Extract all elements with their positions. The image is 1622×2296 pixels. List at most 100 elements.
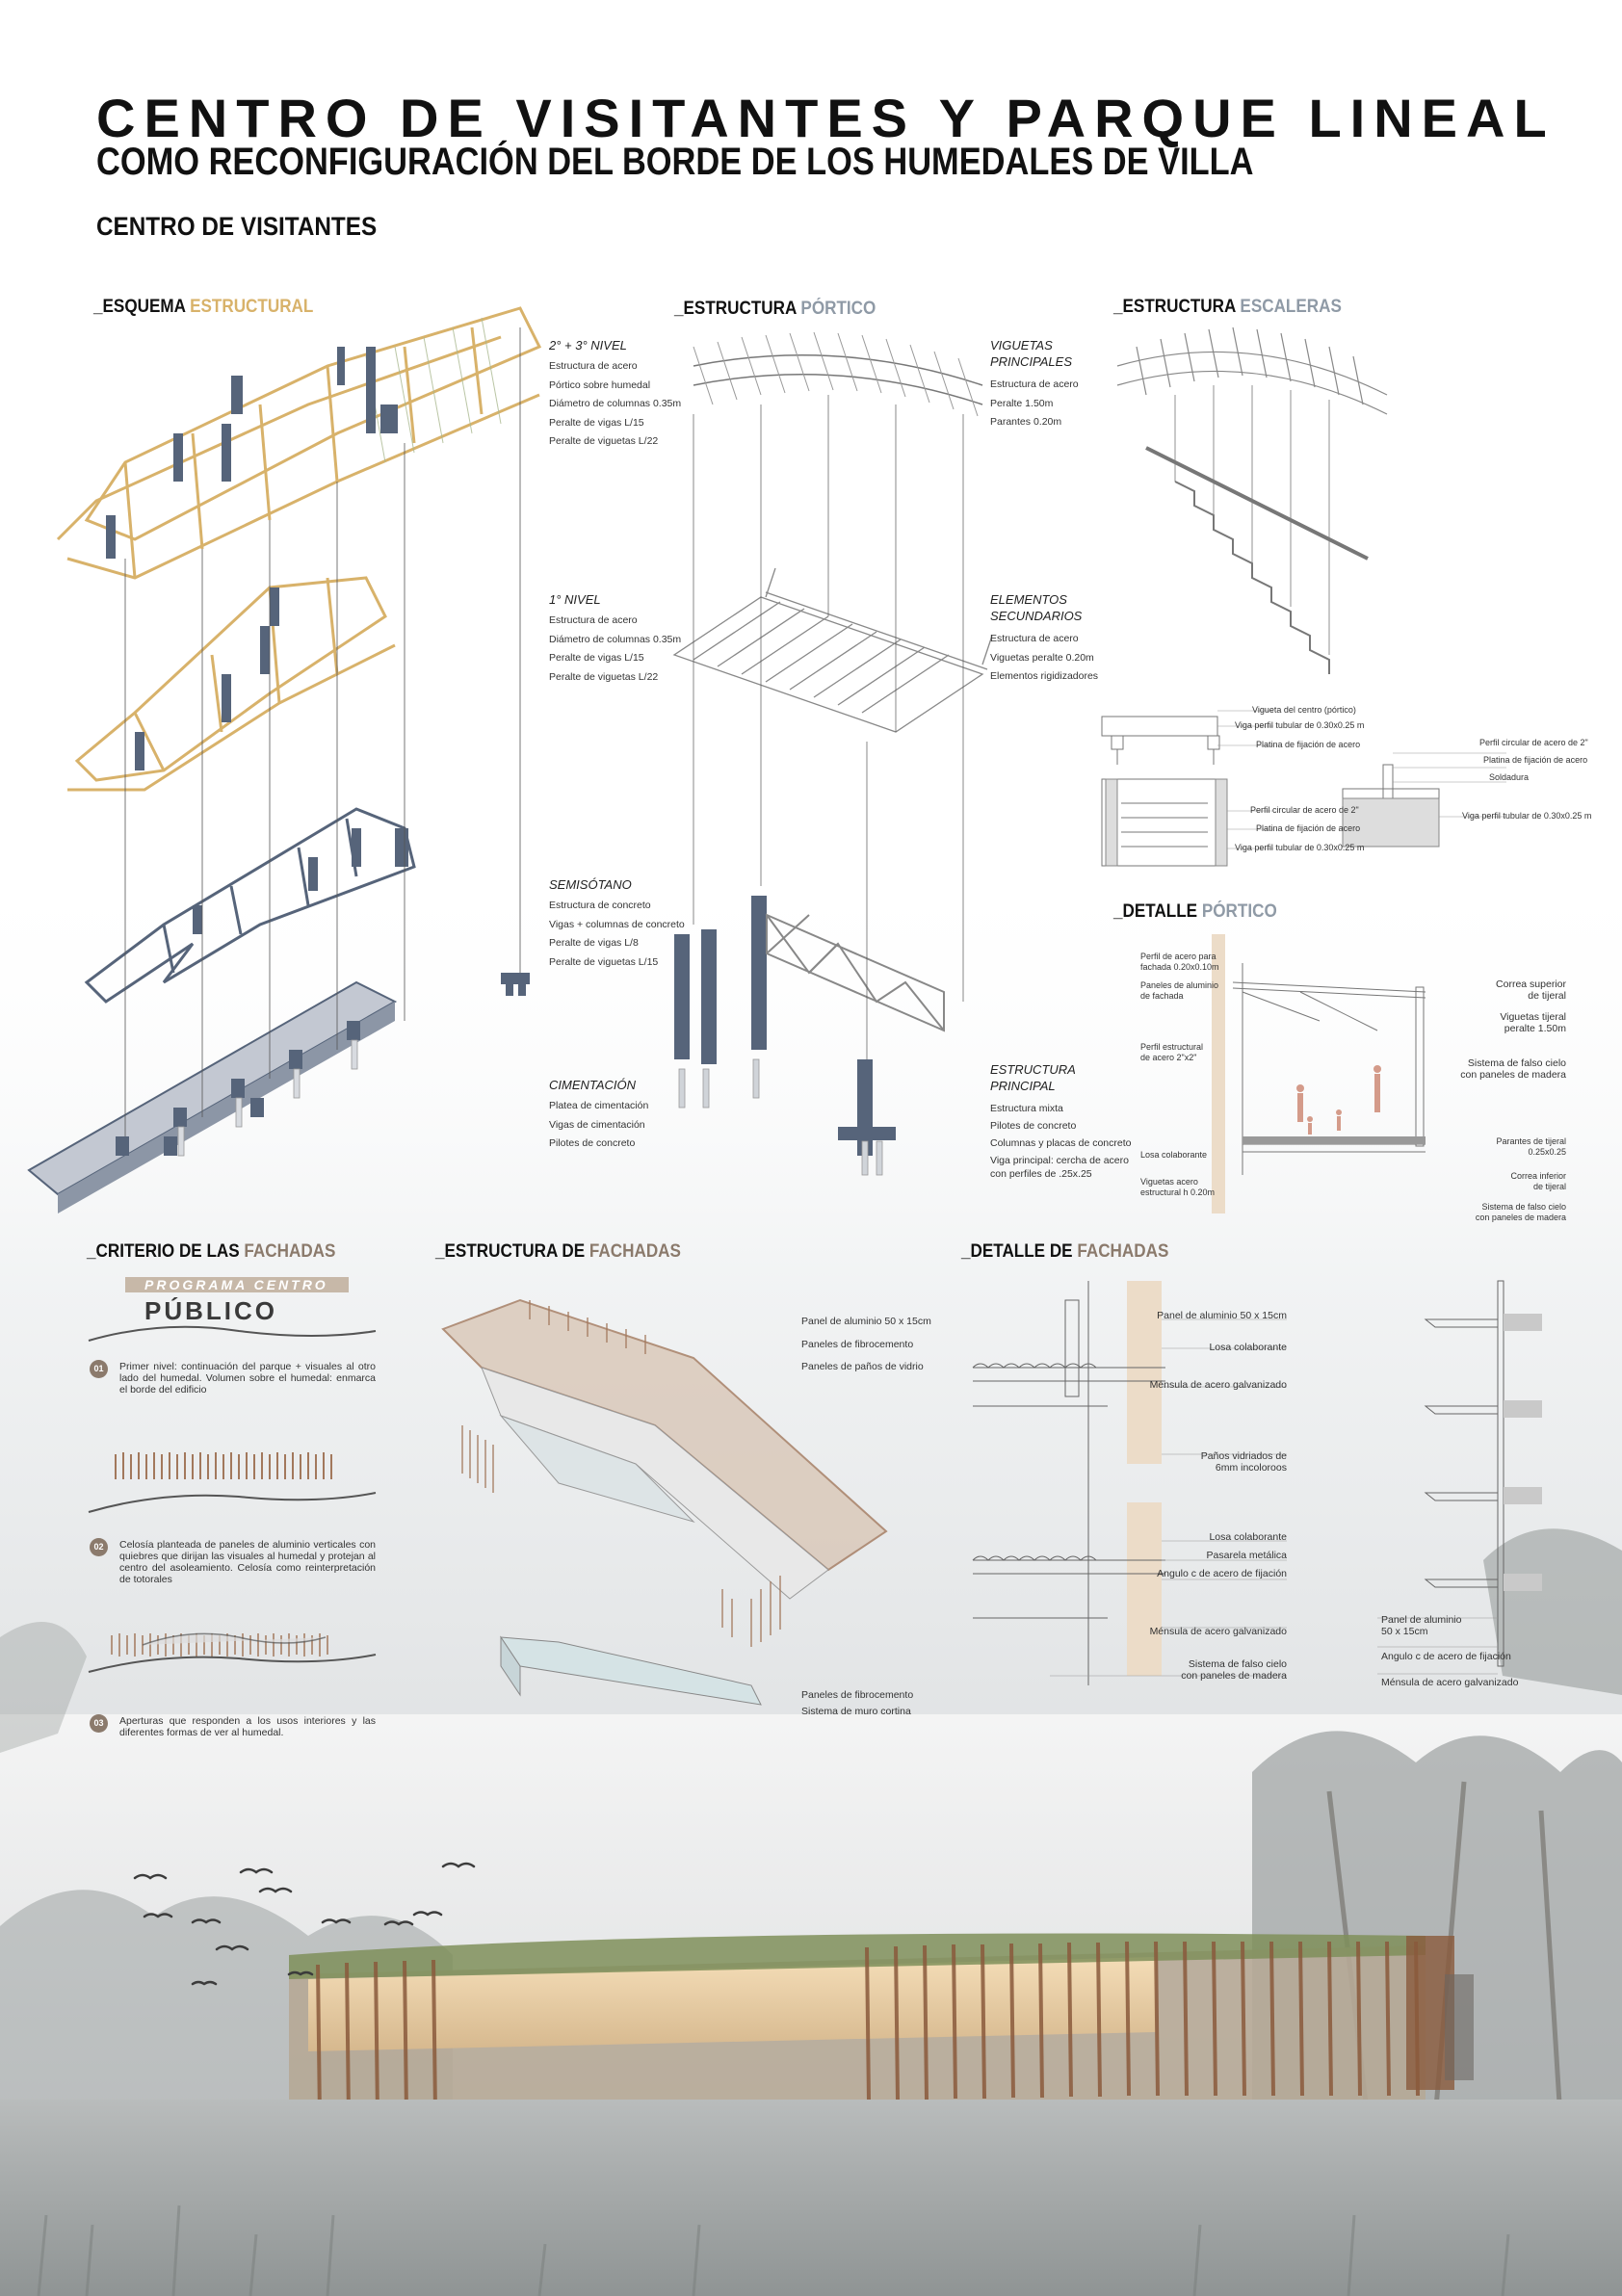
stair-label: Perfil circular de acero de 2" <box>1250 805 1359 815</box>
heading-accent: FACHADAS <box>1077 1241 1169 1262</box>
level-name: 2° + 3° NIVEL <box>549 338 627 352</box>
facade-criteria-diagrams <box>88 1325 377 1673</box>
heading-accent: ESCALERAS <box>1240 297 1342 317</box>
level-note: Peralte de vigas L/8 <box>549 937 639 949</box>
portico-detail-label: de acero 2"x2" <box>1140 1053 1197 1062</box>
label-text: Paños vidriados de <box>1200 1450 1287 1462</box>
label-text: Angulo c de acero de fijación <box>1157 1568 1287 1579</box>
portico-detail-label: Viguetas acero <box>1140 1177 1198 1187</box>
heading-prefix: _DETALLE DE <box>961 1241 1073 1262</box>
level-note: Estructura de acero <box>549 360 638 372</box>
group-name: ELEMENTOS <box>990 592 1067 607</box>
stair-label: Viga perfil tubular de 0.30x0.25 m <box>1235 720 1365 730</box>
esquema-level-2: 1° NIVEL Estructura de acero Diámetro de… <box>549 591 681 687</box>
label-text: con paneles de madera <box>1181 1670 1287 1682</box>
esquema-level-3: SEMISÓTANO Estructura de concreto Vigas … <box>549 876 685 972</box>
level-name: 1° NIVEL <box>549 592 601 607</box>
section-heading-detalle-fachadas: _DETALLE DE FACHADAS <box>961 1241 1168 1263</box>
facade-label: Sistema de muro cortina <box>801 1706 911 1717</box>
portico-detail-label: Perfil de acero para <box>1140 952 1216 961</box>
label-text: Sistema de falso cielo <box>1481 1202 1566 1212</box>
criterion-text: Celosía planteada de paneles de aluminio… <box>119 1539 376 1585</box>
label-text: Ménsula de acero galvanizado <box>1149 1626 1287 1637</box>
label-text: Panel de aluminio 50 x 15cm <box>1157 1310 1287 1321</box>
label-text: Pasarela metálica <box>1206 1550 1287 1561</box>
heading-accent: FACHADAS <box>589 1241 681 1262</box>
group-note: Viga principal: cercha de acero <box>990 1155 1129 1166</box>
esquema-level-1: 2° + 3° NIVEL Estructura de acero Pórtic… <box>549 337 681 452</box>
group-name: SECUNDARIOS <box>990 609 1083 623</box>
label-text: 50 x 15cm <box>1381 1626 1428 1637</box>
portico-detail-label: Perfil estructural <box>1140 1042 1204 1052</box>
group-note: Parantes 0.20m <box>990 416 1062 428</box>
label-text: Viguetas tijeral <box>1500 1011 1566 1023</box>
heading-accent: PÓRTICO <box>800 299 876 319</box>
structural-scheme-drawing <box>27 306 542 1213</box>
section-heading-esquema: _ESQUEMA ESTRUCTURAL <box>93 297 313 318</box>
label-text: de tijeral <box>1528 990 1566 1002</box>
group-name: PRINCIPALES <box>990 354 1073 369</box>
portico-detail-label: Losa colaborante <box>1140 1150 1208 1160</box>
level-note: Peralte de viguetas L/22 <box>549 435 659 447</box>
level-note: Estructura de concreto <box>549 900 651 911</box>
facade-detail-label: Ménsula de acero galvanizado <box>1098 1626 1287 1637</box>
stair-label: Platina de fijación de acero <box>1483 755 1588 765</box>
portico-detail-label: de fachada <box>1140 991 1184 1001</box>
level-note: Diámetro de columnas 0.35m <box>549 633 682 645</box>
facade-detail-label: Ménsula de acero galvanizado <box>1098 1379 1287 1391</box>
badge-top-text: PROGRAMA CENTRO <box>144 1277 328 1292</box>
page-title-line2: COMO RECONFIGURACIÓN DEL BORDE DE LOS HU… <box>96 141 1254 183</box>
birds-icon <box>133 1862 476 1986</box>
facade-detail-section <box>972 1280 1542 1685</box>
esquema-level-4: CIMENTACIÓN Platea de cimentación Vigas … <box>549 1077 648 1154</box>
facade-label: Panel de aluminio 50 x 15cm <box>801 1316 931 1327</box>
criterion-text: Aperturas que responden a los usos inter… <box>119 1715 376 1738</box>
group-note: Estructura mixta <box>990 1103 1063 1114</box>
stairs-structure-drawing <box>1116 326 1388 674</box>
stair-label: Vigueta del centro (pórtico) <box>1252 705 1356 715</box>
group-note: Pilotes de concreto <box>990 1120 1077 1132</box>
facade-detail-label-right: Ménsula de acero galvanizado <box>1381 1677 1519 1688</box>
level-note: Peralte de viguetas L/15 <box>549 955 659 968</box>
label-text: 6mm incoloroos <box>1215 1462 1287 1474</box>
heading-prefix: _DETALLE <box>1113 901 1198 922</box>
label-text: Parantes de tijeral <box>1496 1136 1566 1146</box>
label-text: Panel de aluminio <box>1381 1614 1462 1626</box>
label-text: Losa colaborante <box>1209 1342 1287 1353</box>
label-text: con paneles de madera <box>1460 1069 1566 1081</box>
level-note: Pórtico sobre humedal <box>549 378 651 391</box>
stair-label: Soldadura <box>1489 772 1530 782</box>
portico-detail-label: fachada 0.20x0.10m <box>1140 962 1219 972</box>
facade-detail-label: Losa colaborante <box>1098 1531 1287 1543</box>
level-name: CIMENTACIÓN <box>549 1078 637 1092</box>
group-name: ESTRUCTURA <box>990 1062 1076 1077</box>
level-note: Pilotes de concreto <box>549 1137 636 1149</box>
stair-label: Platina de fijación de acero <box>1256 823 1361 833</box>
portico-structure-drawing <box>672 331 993 1176</box>
facade-detail-label: Pasarela metálica <box>1098 1550 1287 1561</box>
section-heading-criterio: _CRITERIO DE LAS FACHADAS <box>87 1241 335 1263</box>
heading-prefix: _ESTRUCTURA <box>674 299 797 319</box>
label-text: Correa superior <box>1496 978 1566 990</box>
heading-accent: FACHADAS <box>244 1241 336 1262</box>
page-title: CENTRO DE VISITANTES Y PARQUE LINEAL <box>96 88 1556 148</box>
facade-label: Paneles de fibrocemento <box>801 1689 914 1701</box>
stairs-connection-detail <box>1101 710 1506 867</box>
badge-bottom-text: PÚBLICO <box>144 1296 277 1325</box>
criterion-number: 02 <box>90 1538 108 1556</box>
level-note: Estructura de acero <box>549 614 638 626</box>
facade-structure-drawing <box>441 1298 888 1706</box>
facade-detail-label: Panel de aluminio 50 x 15cm <box>1098 1310 1287 1321</box>
level-note: Platea de cimentación <box>549 1100 649 1111</box>
heading-prefix: _ESQUEMA <box>93 297 186 317</box>
facade-detail-label-right: Angulo c de acero de fijación <box>1381 1651 1511 1662</box>
heading-prefix: _CRITERIO DE LAS <box>87 1241 240 1262</box>
group-note: Columnas y placas de concreto <box>990 1137 1132 1149</box>
